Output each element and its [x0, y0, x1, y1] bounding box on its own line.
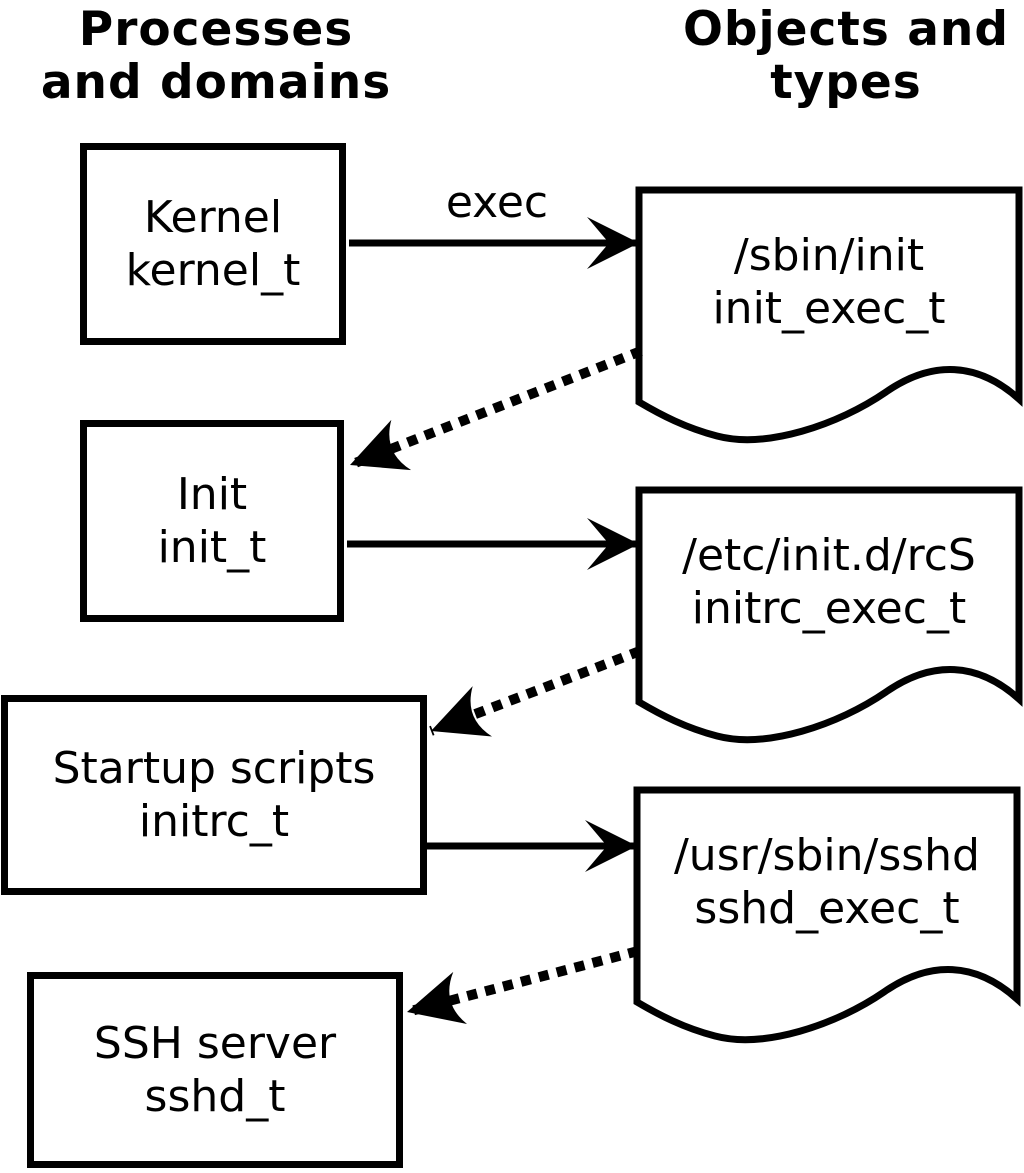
process-box-init: Init init_t [80, 420, 344, 622]
process-label: Kernel [143, 192, 283, 243]
process-label: SSH server [93, 1018, 337, 1069]
column-header-processes-line2: and domains [40, 55, 392, 110]
transition-arrow-to-initrc-t [429, 646, 642, 737]
process-domain: sshd_t [144, 1071, 286, 1122]
process-label: Startup scripts [52, 743, 376, 794]
transition-arrow-to-init-t [348, 346, 643, 471]
column-header-objects-line1: Objects and [682, 2, 1010, 57]
document-shape-usr-sbin-sshd [633, 786, 1021, 1044]
process-domain: init_t [157, 522, 267, 573]
column-header-objects: Objects and types [646, 3, 1024, 109]
process-box-ssh-server: SSH server sshd_t [27, 972, 403, 1168]
exec-arrow-label: exec [445, 177, 549, 228]
process-box-startup-scripts: Startup scripts initrc_t [1, 695, 427, 895]
process-domain: initrc_t [138, 796, 290, 847]
document-shape-etc-initd-rcs [635, 486, 1023, 744]
document-shape-sbin-init [635, 186, 1023, 444]
transition-arrow-to-sshd-t [405, 946, 640, 1025]
column-header-processes: Processes and domains [0, 3, 432, 109]
column-header-processes-line1: Processes [78, 2, 354, 57]
process-label: Init [176, 469, 248, 520]
column-header-objects-line2: types [770, 55, 922, 110]
process-box-kernel: Kernel kernel_t [80, 143, 346, 345]
process-domain: kernel_t [125, 245, 301, 296]
